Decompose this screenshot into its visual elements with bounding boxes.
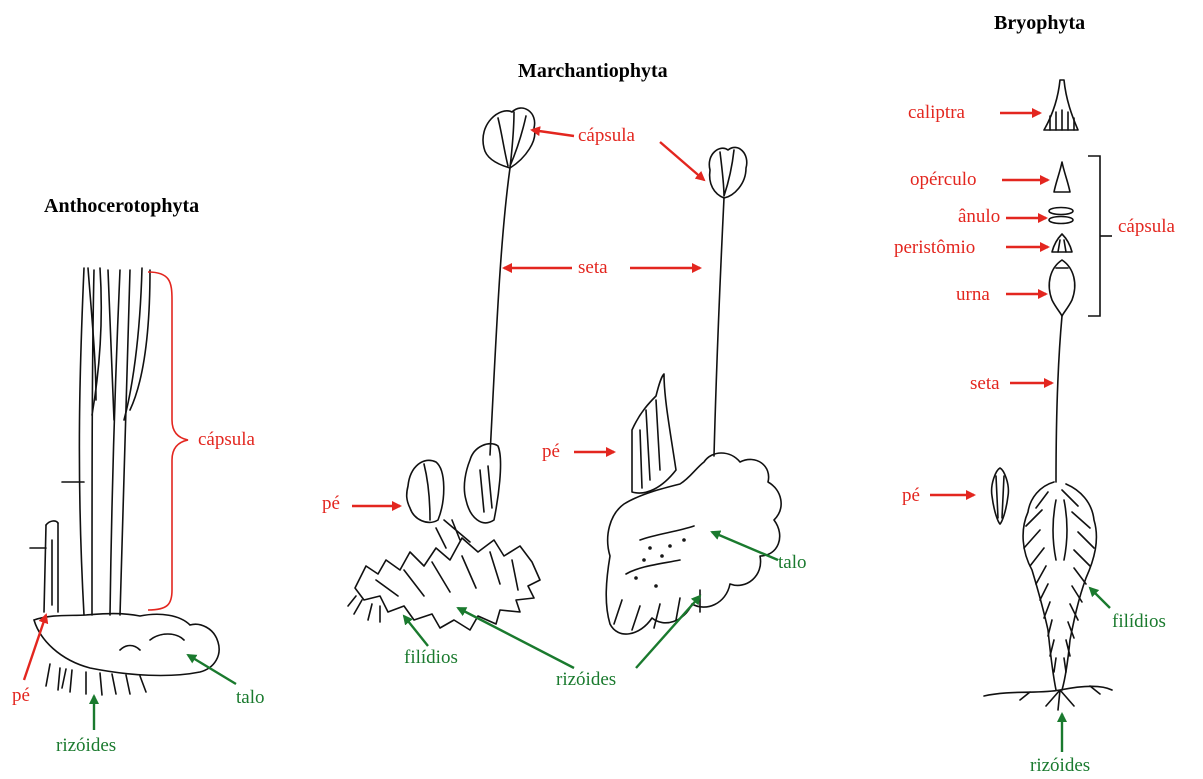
march-talo-arrow (712, 532, 778, 560)
bryo-label-rizoides: rizóides (1030, 756, 1090, 775)
march-rizoides-arrow-right (636, 596, 700, 668)
bryo-filidios-arrow (1090, 588, 1110, 608)
march-label-seta: seta (578, 258, 608, 277)
bryo-label-peristomio: peristômio (894, 238, 975, 257)
march-filidios-arrow (404, 616, 428, 646)
title-marchantiophyta: Marchantiophyta (518, 60, 668, 83)
title-bryophyta: Bryophyta (994, 12, 1085, 35)
march-label-capsula: cápsula (578, 126, 635, 145)
bryo-label-pe: pé (902, 486, 920, 505)
antho-label-pe: pé (12, 686, 30, 705)
march-capsula-arrow-left (532, 130, 574, 136)
march-label-pe-right: pé (542, 442, 560, 461)
bryo-label-filidios: filídios (1112, 612, 1166, 631)
bryophyta-plant (984, 80, 1112, 710)
marchantiophyta-plant (348, 108, 781, 634)
bryo-label-anulo: ânulo (958, 207, 1000, 226)
bryo-label-capsula: cápsula (1118, 217, 1175, 236)
march-label-talo: talo (778, 553, 807, 572)
march-label-rizoides: rizóides (556, 670, 616, 689)
anthocerotophyta-plant (30, 268, 219, 695)
bryo-label-caliptra: caliptra (908, 103, 965, 122)
title-anthocerotophyta: Anthocerotophyta (44, 195, 199, 218)
bryo-label-urna: urna (956, 285, 990, 304)
antho-label-rizoides: rizóides (56, 736, 116, 755)
antho-label-talo: talo (236, 688, 265, 707)
march-capsula-arrow-right (660, 142, 704, 180)
bryo-label-operculo: opérculo (910, 170, 976, 189)
antho-talo-arrow (188, 655, 236, 684)
antho-label-capsula: cápsula (198, 430, 255, 449)
bryo-label-seta: seta (970, 374, 1000, 393)
march-label-pe-left: pé (322, 494, 340, 513)
march-label-filidios: filídios (404, 648, 458, 667)
march-rizoides-arrow-left (458, 608, 574, 668)
